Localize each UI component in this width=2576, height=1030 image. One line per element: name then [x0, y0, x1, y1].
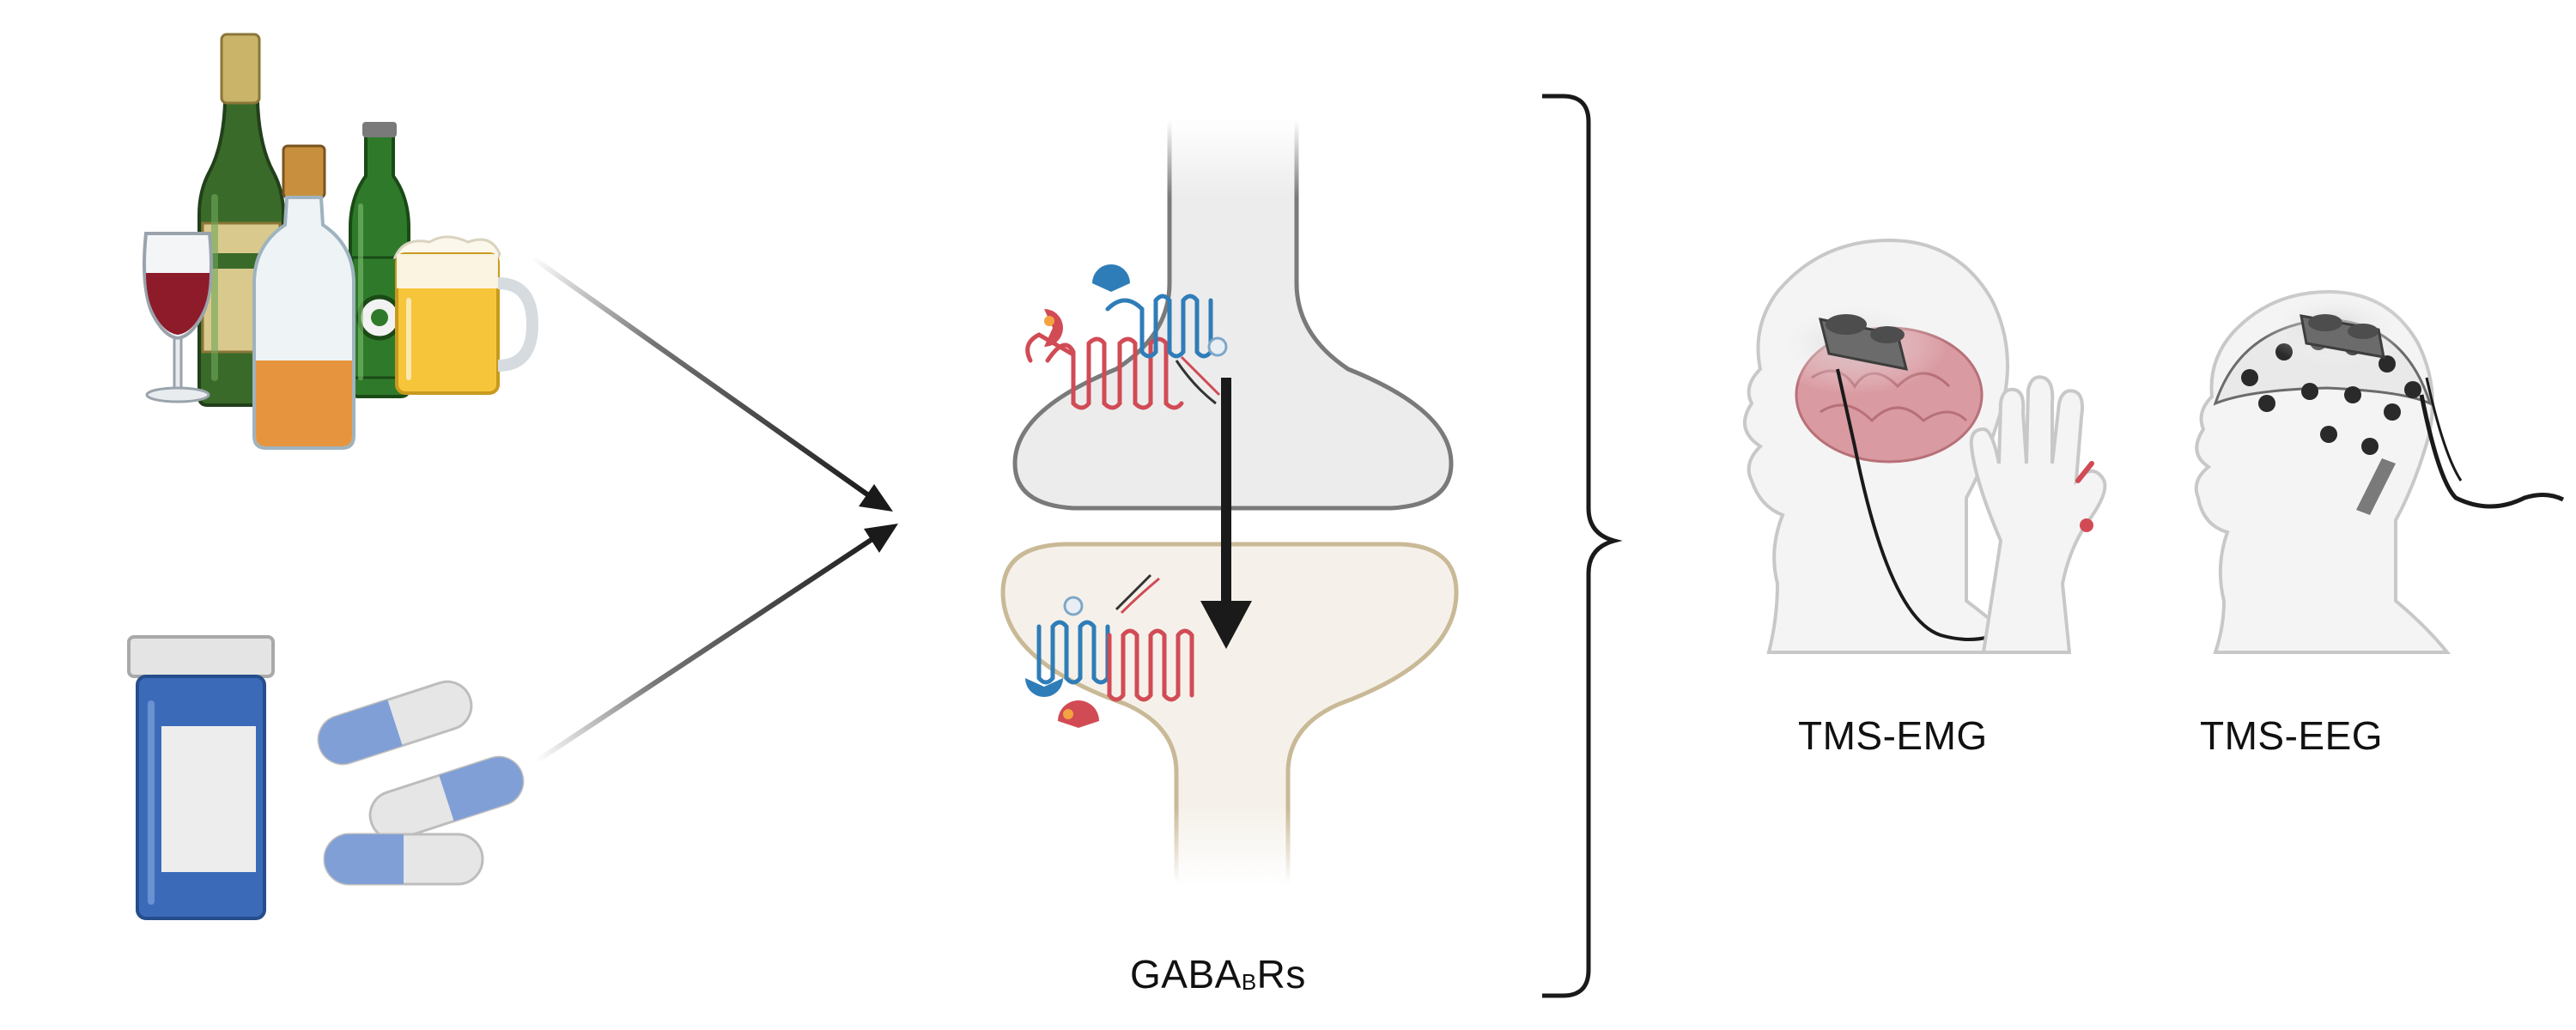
tms-coil-icon: [2258, 287, 2413, 366]
receptor-icon: [1025, 573, 1194, 728]
hand-icon: [1969, 375, 2107, 654]
wine-glass-icon: [143, 232, 213, 403]
tms-emg-illustration: [1743, 238, 2107, 654]
tms-eeg-label: TMS-EEG: [2200, 713, 2384, 758]
alcohol-group: [143, 33, 539, 450]
pill-bottle-icon: [127, 635, 275, 920]
synapse: [1000, 112, 1459, 893]
capsule-icon: [323, 833, 484, 886]
receptor-label-suffix: Rs: [1256, 952, 1306, 997]
medication-group: [127, 635, 525, 920]
capsule-icon: [317, 680, 473, 766]
tms-emg-label: TMS-EMG: [1798, 713, 1988, 758]
receptor-icon: [1025, 264, 1228, 410]
presynaptic-terminal: [1012, 112, 1454, 511]
beer-mug-icon: [392, 235, 539, 395]
capsule-icon: [368, 755, 525, 841]
receptor-label-main: GABA: [1130, 952, 1242, 997]
curly-brace: [1542, 94, 1623, 998]
tms-coil-icon: [1818, 314, 1909, 371]
postsynaptic-terminal: [1000, 542, 1459, 893]
spirit-bottle-icon: [252, 144, 355, 450]
arrow-from-medication: [531, 524, 898, 766]
signal-arrow: [1200, 378, 1252, 649]
tms-eeg-illustration: [2194, 287, 2565, 654]
receptor-label: GABABRs: [1130, 951, 1306, 997]
receptor-label-subscript: B: [1241, 969, 1257, 995]
arrow-from-alcohol: [531, 255, 893, 512]
